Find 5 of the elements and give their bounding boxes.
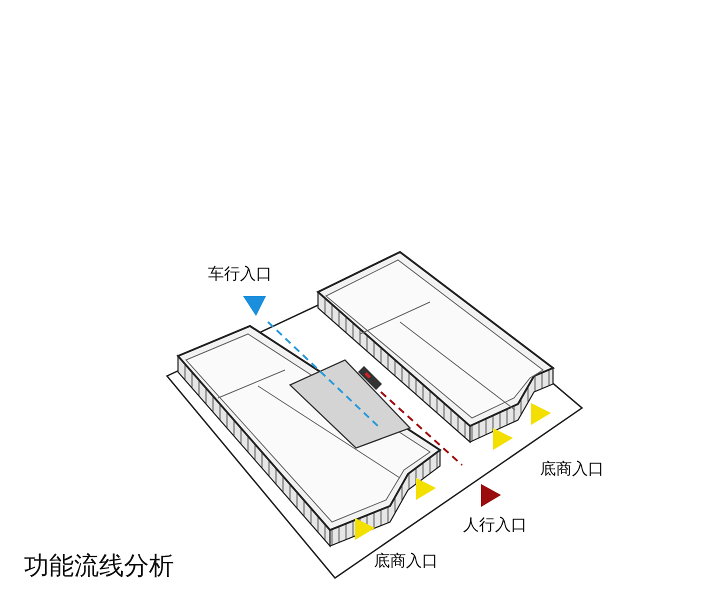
entrance-label: 车行入口 bbox=[208, 265, 272, 283]
entrance-label: 底商入口 bbox=[540, 460, 604, 478]
entrance-label: 人行入口 bbox=[463, 516, 527, 534]
entrance-label: 底商入口 bbox=[374, 552, 438, 570]
title: 功能流线分析 bbox=[24, 552, 174, 580]
